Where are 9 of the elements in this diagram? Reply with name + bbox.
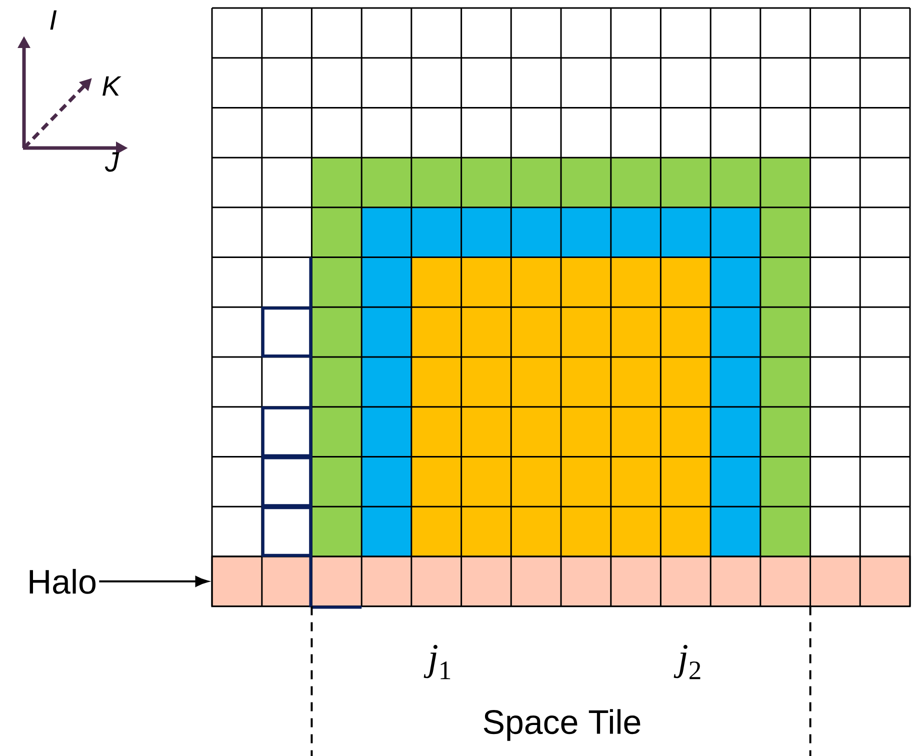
index-label: j$_{1}$ (424, 644, 450, 680)
index-label: j$_{2}$ (674, 644, 700, 680)
axis-label: K (102, 76, 122, 96)
halo-label: Halo (30, 568, 96, 594)
axis-label: J (104, 152, 120, 172)
tile-label: Space Tile (479, 706, 645, 744)
arrow (99, 576, 208, 587)
axis-label: I (50, 10, 57, 30)
halo-row (211, 556, 911, 608)
